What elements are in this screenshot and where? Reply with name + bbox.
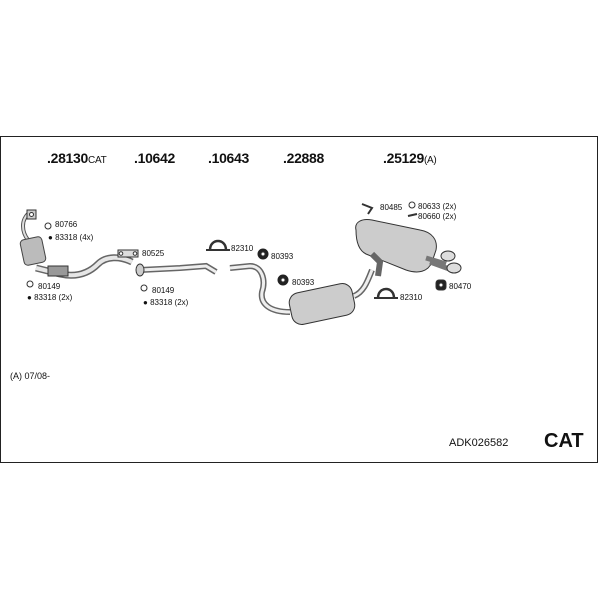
label-80660: 80660 (2x)	[418, 212, 457, 221]
label-80766: 80766	[55, 220, 78, 229]
part-number-22888: .22888	[283, 150, 325, 166]
cat-label: CAT	[544, 430, 584, 452]
gasket-80525	[117, 249, 139, 258]
label-80485: 80485	[380, 203, 403, 212]
part-number-10643: .10643	[208, 150, 250, 166]
clamp-82310-a	[208, 239, 228, 251]
label-83318-2x-b: ● 83318 (2x)	[143, 298, 189, 307]
label-80525: 80525	[142, 249, 165, 258]
part-number-25129: .25129(A)	[383, 150, 437, 166]
label-80149-b: 80149	[152, 286, 175, 295]
diagram-frame	[0, 136, 598, 463]
label-80149-a: 80149	[38, 282, 61, 291]
middle-silencer-22888	[288, 283, 356, 325]
kit-code: ADK026582	[449, 437, 509, 449]
label-80633: 80633 (2x)	[418, 202, 457, 211]
label-83318-2x-a: ● 83318 (2x)	[27, 293, 73, 302]
part-number-28130: .28130CAT	[47, 150, 107, 166]
rear-silencer-25129	[355, 219, 437, 273]
label-82310-a: 82310	[231, 244, 254, 253]
nut-80633	[408, 201, 416, 209]
validity-note: (A) 07/08-	[10, 371, 51, 381]
label-80470: 80470	[449, 282, 472, 291]
label-80393-a: 80393	[271, 252, 294, 261]
bolt-80660	[407, 213, 418, 217]
label-83318-4x: ● 83318 (4x)	[48, 233, 94, 242]
bracket-80485	[361, 203, 374, 215]
label-80393-b: 80393	[292, 278, 315, 287]
label-82310-b: 82310	[400, 293, 423, 302]
part-number-10642: .10642	[134, 150, 176, 166]
catalytic-converter	[19, 236, 47, 266]
clamp-82310-b	[376, 287, 396, 299]
